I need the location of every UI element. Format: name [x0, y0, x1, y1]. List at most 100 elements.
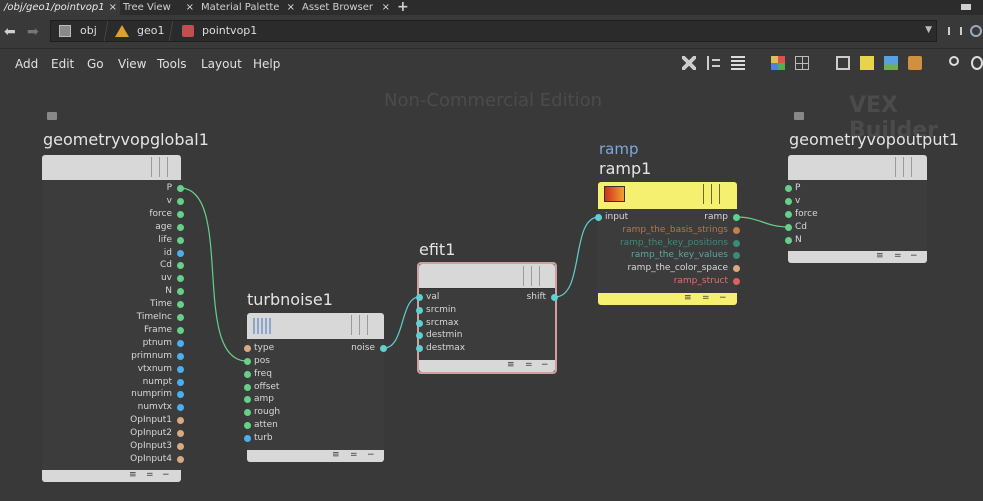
- pane-menu-icon[interactable]: [961, 4, 971, 10]
- tab-pointvop1[interactable]: /obj/geo1/pointvop1 ×: [0, 0, 120, 15]
- port-connector[interactable]: [177, 378, 184, 386]
- close-icon[interactable]: ×: [381, 2, 390, 13]
- path-field[interactable]: obj geo1 pointvop1 ▼: [50, 20, 937, 42]
- port-connector[interactable]: [177, 236, 184, 244]
- port-connector[interactable]: [551, 294, 558, 301]
- port-connector[interactable]: [177, 249, 184, 257]
- sticky-note-icon[interactable]: [860, 56, 874, 70]
- lock-icon[interactable]: [794, 112, 804, 120]
- port-connector[interactable]: [177, 210, 184, 218]
- port-connector[interactable]: [177, 301, 184, 309]
- menu-go[interactable]: Go: [87, 57, 104, 71]
- port-connector[interactable]: [177, 417, 184, 425]
- port-connector[interactable]: [733, 226, 740, 234]
- network-canvas[interactable]: Non-Commercial Edition VEX Builder geome…: [0, 79, 983, 501]
- breadcrumb-obj[interactable]: obj: [80, 24, 97, 37]
- port-connector[interactable]: [733, 214, 740, 221]
- back-arrow-icon[interactable]: ⬅: [4, 24, 16, 40]
- port-connector[interactable]: [244, 370, 251, 378]
- menu-edit[interactable]: Edit: [51, 57, 75, 71]
- port-connector[interactable]: [177, 339, 184, 347]
- tab-asset-browser[interactable]: Asset Browser ×: [298, 0, 393, 15]
- port-connector[interactable]: [177, 288, 184, 296]
- tab-tree-view[interactable]: Tree View ×: [119, 0, 197, 15]
- port-connector[interactable]: [785, 211, 792, 218]
- port-connector[interactable]: [177, 352, 184, 360]
- port-connector[interactable]: [416, 306, 423, 314]
- port-connector[interactable]: [177, 262, 184, 270]
- list-view-icon[interactable]: [731, 56, 745, 70]
- port-connector[interactable]: [244, 396, 251, 404]
- node-flags[interactable]: [697, 184, 731, 204]
- node-flags[interactable]: [889, 157, 923, 177]
- wrench-tools-icon[interactable]: [682, 56, 696, 70]
- node-flags[interactable]: [517, 266, 551, 286]
- add-tab-button[interactable]: +: [397, 0, 409, 15]
- port-connector[interactable]: [733, 265, 740, 273]
- lock-icon[interactable]: [47, 112, 57, 120]
- port-connector[interactable]: [177, 223, 184, 231]
- shape-palette-icon[interactable]: [795, 56, 809, 70]
- port-connector[interactable]: [177, 185, 184, 192]
- menu-view[interactable]: View: [118, 57, 147, 71]
- port-connector[interactable]: [177, 443, 184, 450]
- port-connector[interactable]: [177, 275, 184, 283]
- menu-tools[interactable]: Tools: [157, 57, 187, 71]
- menu-help[interactable]: Help: [253, 57, 281, 71]
- port-connector[interactable]: [416, 345, 423, 353]
- port-connector[interactable]: [177, 365, 184, 373]
- port-connector[interactable]: [416, 319, 423, 327]
- port-connector[interactable]: [177, 430, 184, 438]
- forward-arrow-icon[interactable]: ➡: [27, 24, 39, 40]
- image-icon[interactable]: [884, 56, 898, 70]
- breadcrumb-pointvop1[interactable]: pointvop1: [202, 24, 258, 37]
- port-connector[interactable]: [244, 434, 251, 442]
- color-palette-icon[interactable]: [771, 56, 785, 70]
- port-connector[interactable]: [380, 345, 387, 352]
- menu-add[interactable]: Add: [15, 57, 39, 71]
- port-connector[interactable]: [785, 198, 792, 205]
- network-box-icon[interactable]: [836, 56, 850, 70]
- tab-material-palette[interactable]: Material Palette ×: [197, 0, 298, 15]
- node-flags[interactable]: [345, 315, 379, 335]
- port-connector[interactable]: [416, 332, 423, 340]
- port-connector[interactable]: [244, 383, 251, 391]
- port-connector[interactable]: [177, 326, 184, 334]
- port-connector[interactable]: [733, 252, 740, 260]
- close-icon[interactable]: ×: [286, 2, 295, 13]
- node-flags[interactable]: [145, 157, 179, 177]
- port-connector[interactable]: [785, 224, 792, 231]
- breadcrumb-geo1[interactable]: geo1: [137, 24, 165, 37]
- port-connector[interactable]: [177, 404, 184, 412]
- breadcrumb-separator-icon: [102, 21, 110, 41]
- port-connector[interactable]: [733, 239, 740, 247]
- port-connector[interactable]: [177, 197, 184, 205]
- port-connector[interactable]: [733, 278, 740, 285]
- search-icon[interactable]: [949, 56, 959, 66]
- menu-layout[interactable]: Layout: [201, 57, 242, 71]
- tree-layout-icon[interactable]: [707, 56, 721, 70]
- port-connector[interactable]: [177, 314, 184, 321]
- port-connector[interactable]: [177, 391, 184, 399]
- link-icon[interactable]: [970, 25, 982, 37]
- pin-icon[interactable]: [948, 27, 962, 35]
- asset-box-icon[interactable]: [908, 56, 922, 70]
- port-connector[interactable]: [177, 455, 184, 463]
- port-connector[interactable]: [785, 237, 792, 244]
- port-connector[interactable]: [244, 409, 251, 417]
- port-connector[interactable]: [416, 294, 423, 301]
- port-connector[interactable]: [785, 185, 792, 192]
- port-connector[interactable]: [244, 422, 251, 430]
- path-dropdown-icon[interactable]: ▼: [925, 25, 932, 35]
- globe-icon[interactable]: [971, 56, 983, 70]
- port-connector[interactable]: [595, 214, 602, 221]
- port-connector[interactable]: [244, 345, 251, 352]
- close-icon[interactable]: ×: [108, 2, 117, 13]
- close-icon[interactable]: ×: [185, 2, 194, 13]
- port-connector[interactable]: [244, 357, 251, 365]
